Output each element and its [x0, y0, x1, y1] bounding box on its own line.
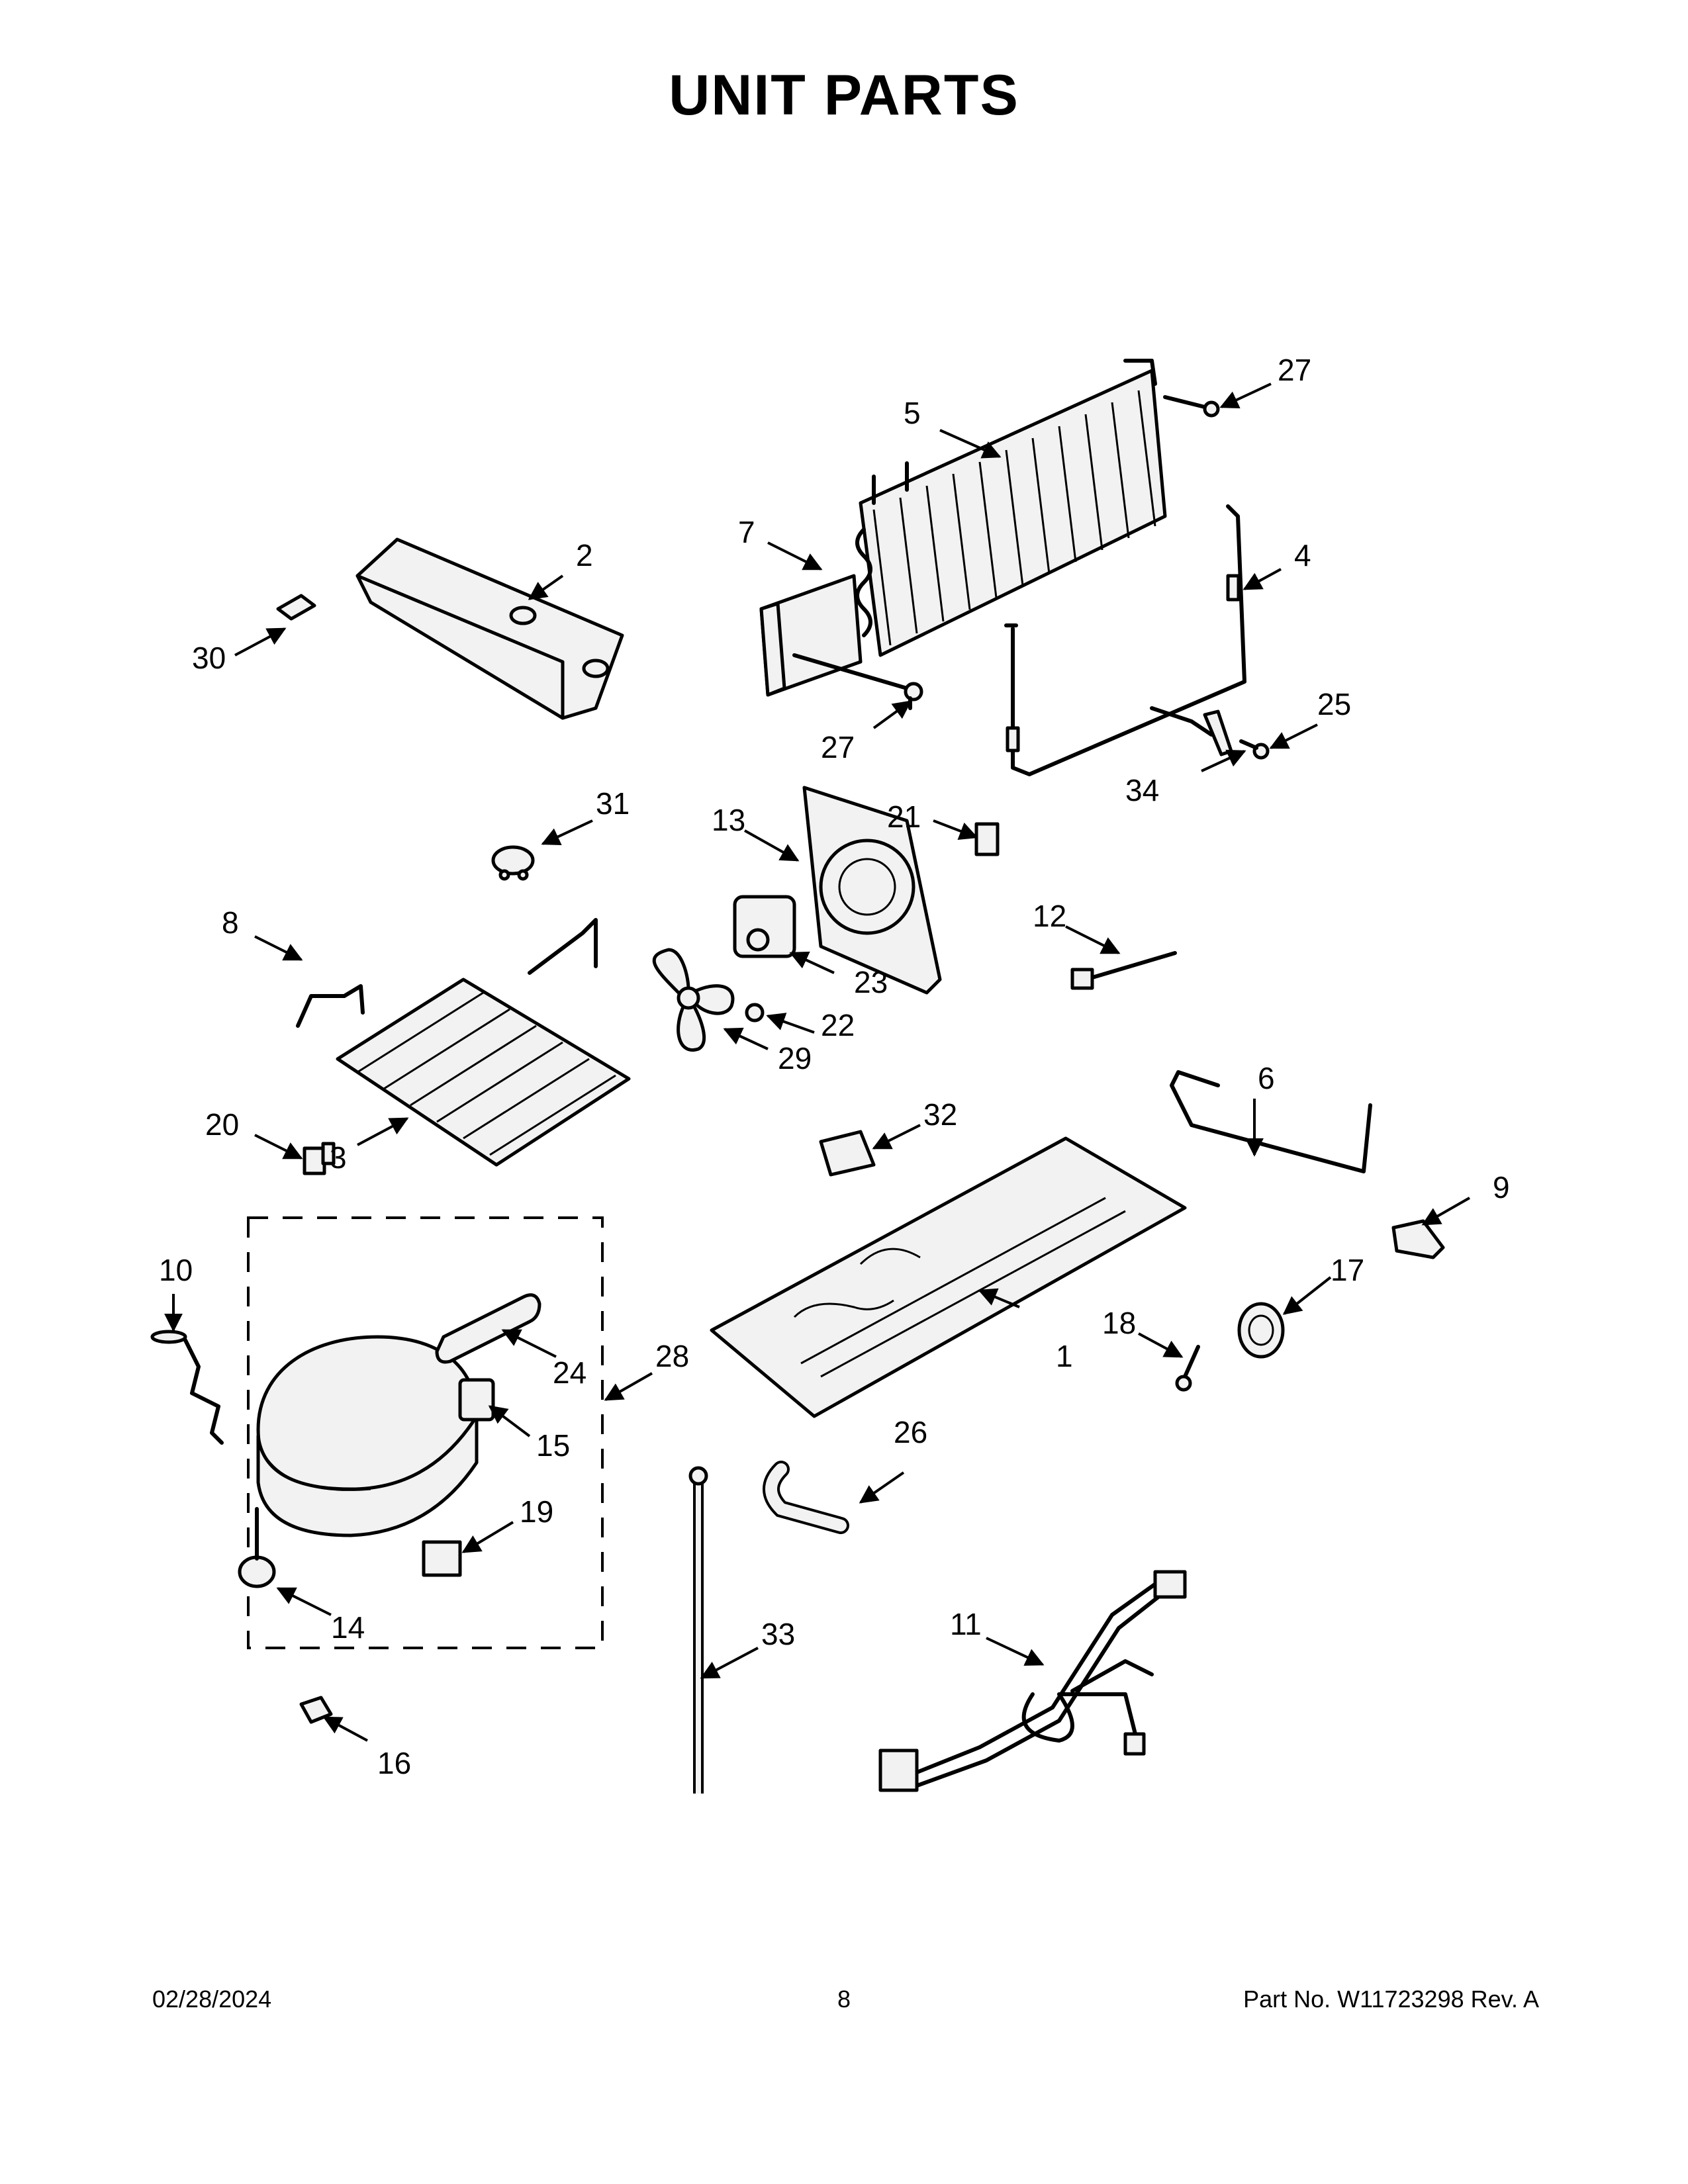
callout-21: 21: [887, 799, 921, 834]
callout-2: 2: [576, 538, 593, 572]
callout-25: 25: [1317, 687, 1351, 721]
callout-34: 34: [1125, 773, 1159, 807]
callout-arrows: [164, 383, 1470, 1742]
callout-7: 7: [738, 515, 755, 549]
evaporator-bracket: [759, 574, 909, 697]
footer-page-number: 8: [837, 1985, 851, 2013]
fan-shroud: [802, 786, 942, 995]
callout-labels: 1 2 3 4 5 6 7 8 9 10 11 12 13 14 15 16 1…: [159, 353, 1510, 1780]
fan-blade: [652, 948, 735, 1052]
callout-9: 9: [1493, 1170, 1510, 1205]
callout-29: 29: [778, 1041, 812, 1075]
callout-27-bottom: 27: [821, 730, 855, 764]
compressor: [256, 1335, 479, 1537]
callout-32: 32: [923, 1097, 957, 1132]
callout-27-top: 27: [1278, 353, 1311, 387]
footer-part-number: Part No. W11723298 Rev. A: [1243, 1985, 1539, 2013]
wire-harness: [878, 1570, 1187, 1792]
callout-1: 1: [1056, 1339, 1073, 1373]
evaporator-coil: [855, 359, 1167, 657]
callout-4: 4: [1294, 538, 1311, 572]
callout-3: 3: [330, 1140, 347, 1175]
callout-23: 23: [854, 965, 888, 999]
callout-12: 12: [1033, 899, 1066, 933]
callout-16: 16: [377, 1746, 411, 1780]
clip-16: [299, 1696, 333, 1724]
filter-drier: [435, 1293, 541, 1364]
callout-6: 6: [1258, 1061, 1275, 1095]
clip-30: [276, 594, 316, 621]
callout-15: 15: [536, 1428, 570, 1463]
clamp-9: [1391, 1219, 1445, 1259]
screw-25: [1239, 739, 1270, 760]
callout-5: 5: [904, 396, 921, 430]
callout-24: 24: [553, 1355, 586, 1390]
base-plate: [710, 1136, 1187, 1418]
tube-6: [1170, 1070, 1372, 1173]
condenser: [336, 918, 631, 1167]
callout-14: 14: [331, 1610, 365, 1645]
pad-32: [819, 1130, 876, 1177]
clip-20: [303, 1142, 336, 1175]
bracket-21: [974, 822, 1000, 856]
overload-19: [422, 1540, 462, 1577]
callout-19: 19: [520, 1494, 553, 1529]
callout-18: 18: [1102, 1306, 1136, 1340]
grommet-14: [238, 1507, 276, 1588]
callout-10: 10: [159, 1253, 193, 1287]
cap-31: [491, 845, 535, 881]
callout-17: 17: [1331, 1253, 1364, 1287]
screw-22: [745, 1003, 765, 1023]
screw-top: [1163, 395, 1220, 418]
bolt-18: [1175, 1345, 1200, 1392]
callout-22: 22: [821, 1008, 855, 1042]
defrost-heater: [1004, 504, 1246, 776]
compressor-assembly-group: [247, 1216, 604, 1649]
callout-11: 11: [950, 1607, 982, 1641]
callout-26: 26: [894, 1415, 927, 1449]
hose-26: [763, 1461, 849, 1534]
callout-28: 28: [655, 1339, 689, 1373]
wire-10: [150, 1330, 224, 1445]
relay-15: [458, 1378, 495, 1422]
callout-13: 13: [712, 803, 745, 837]
fan-motor: [733, 895, 796, 958]
foot-17: [1237, 1302, 1285, 1359]
callout-31: 31: [596, 786, 630, 821]
callout-20: 20: [205, 1107, 239, 1142]
callout-8: 8: [222, 905, 239, 940]
callout-30: 30: [192, 641, 226, 675]
wire-tie-12: [1070, 951, 1177, 990]
drain-trough: [355, 537, 624, 720]
footer-date: 02/28/2024: [152, 1985, 272, 2013]
rod-33: [688, 1466, 708, 1794]
callout-33: 33: [761, 1617, 795, 1651]
wire-clip-8: [296, 984, 365, 1028]
page-title: UNIT PARTS: [669, 64, 1019, 127]
